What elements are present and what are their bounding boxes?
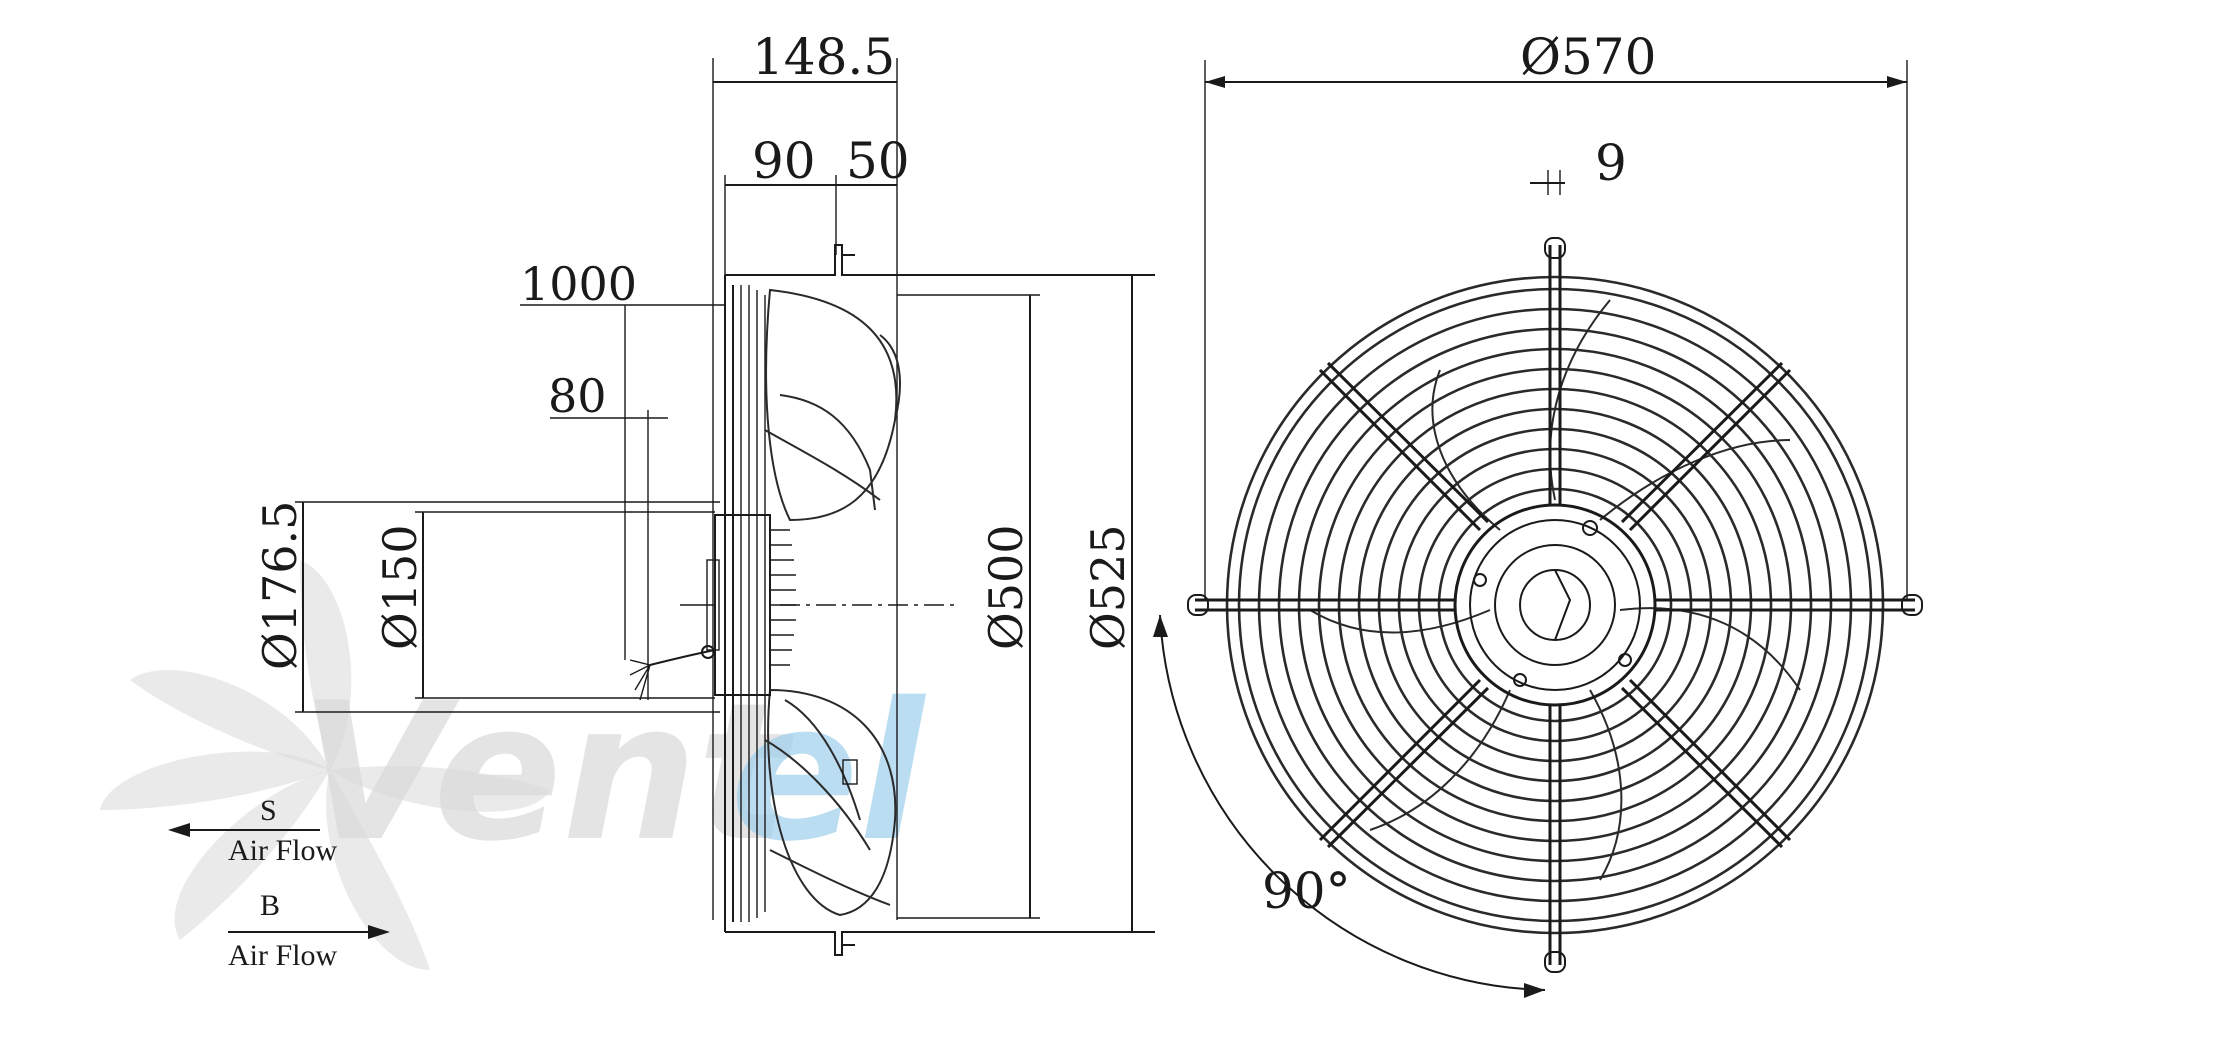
airflow-s-indicator: S Air Flow bbox=[168, 794, 338, 867]
impeller-blades bbox=[1309, 299, 1801, 881]
dim-total-depth: 148.5 bbox=[752, 28, 895, 86]
airflow-b-text: Air Flow bbox=[228, 939, 338, 972]
dim-ring: Ø525 bbox=[1081, 524, 1135, 650]
dim-motor-inner: Ø150 bbox=[373, 524, 427, 650]
watermark-text-blue: el bbox=[730, 662, 927, 883]
guard-rings bbox=[1225, 275, 1885, 935]
motor-hub bbox=[1453, 503, 1657, 707]
dim-impeller: Ø500 bbox=[979, 524, 1033, 650]
airflow-s-label: S bbox=[260, 794, 277, 827]
motor-fins bbox=[770, 529, 796, 666]
airflow-b-indicator: B Air Flow bbox=[228, 889, 390, 972]
guard-spokes bbox=[1187, 237, 1923, 973]
dim-mount-hole: 9 bbox=[1595, 134, 1627, 192]
brand-watermark: Vent el bbox=[100, 560, 927, 970]
dim-depth-a: 90 bbox=[752, 132, 816, 190]
dim-guard: Ø570 bbox=[1520, 28, 1656, 86]
airflow-s-text: Air Flow bbox=[228, 834, 338, 867]
dim-motor-outer: Ø176.5 bbox=[253, 501, 307, 670]
dim-angle: 90° bbox=[1262, 862, 1351, 920]
dim-cable-strip: 80 bbox=[548, 369, 607, 423]
watermark-text-gray: Vent bbox=[300, 662, 794, 883]
dim-depth-b: 50 bbox=[846, 132, 910, 190]
front-view: Ø570 9 bbox=[1153, 28, 1923, 998]
airflow-b-label: B bbox=[260, 889, 280, 922]
dim-cable-length: 1000 bbox=[520, 257, 637, 311]
side-view: 148.5 90 50 bbox=[168, 28, 1155, 972]
